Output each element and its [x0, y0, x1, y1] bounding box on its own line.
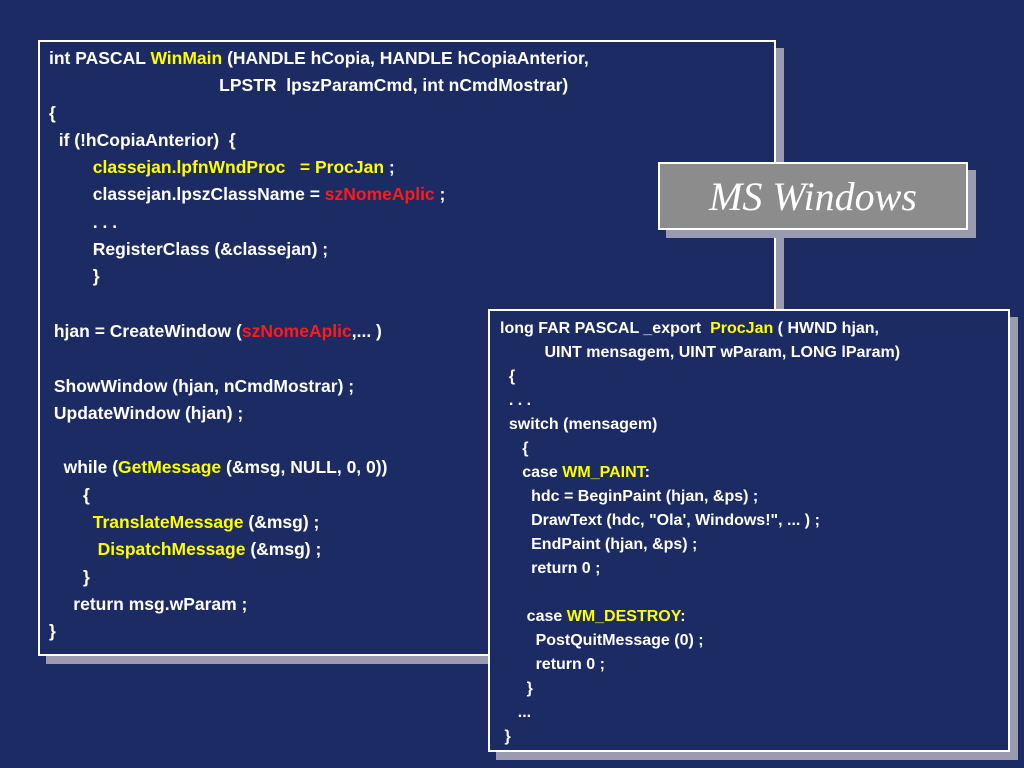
code-line: } [500, 677, 1008, 701]
code-text: return 0 ; [500, 656, 605, 673]
code-text: } [500, 680, 533, 697]
code-text: : [680, 608, 686, 625]
code-line: case WM_DESTROY: [500, 605, 1008, 629]
code-line: DispatchMessage (&msg) ; [49, 536, 774, 563]
code-line: { [500, 437, 1008, 461]
code-text [49, 512, 93, 532]
code-text: ; [434, 184, 446, 205]
code-line: DrawText (hdc, "Ola', Windows!", ... ) ; [500, 509, 1008, 533]
code-line: } [500, 725, 1008, 749]
code-text: if (!hCopiaAnterior) { [49, 129, 236, 150]
code-line: switch (mensagem) [500, 413, 1008, 437]
slide-title: MS Windows [709, 173, 917, 219]
code-line: } [49, 564, 774, 591]
code-text [49, 539, 98, 559]
code-text: { [500, 440, 529, 457]
code-highlight: szNomeAplic [324, 184, 435, 205]
code-text: UINT mensagem, UINT wParam, LONG lParam) [500, 344, 901, 361]
code-text: switch (mensagem) [500, 416, 658, 433]
code-text: (HANDLE hCopia, HANDLE hCopiaAnterior, [222, 48, 589, 68]
code-text: } [49, 266, 100, 287]
code-highlight: WM_PAINT [562, 464, 645, 481]
code-text: } [49, 566, 90, 587]
code-text: ... [500, 704, 532, 721]
code-line: case WM_PAINT: [500, 461, 1008, 485]
code-text: case [500, 608, 567, 625]
code-line: { [500, 365, 1008, 389]
code-text: PostQuitMessage (0) ; [500, 632, 704, 649]
code-text [49, 157, 93, 177]
code-line: if (!hCopiaAnterior) { [49, 127, 774, 154]
code-text: ShowWindow (hjan, nCmdMostrar) ; [49, 375, 355, 396]
code-highlight: WM_DESTROY [566, 608, 681, 625]
code-highlight: GetMessage [118, 457, 222, 478]
code-text: . . . [500, 392, 532, 409]
code-line: classejan.lpszClassName = szNomeAplic ; [49, 181, 774, 208]
code-text: } [500, 728, 511, 745]
code-highlight: DispatchMessage [97, 539, 246, 560]
code-text: ,... ) [351, 320, 382, 341]
code-highlight: TranslateMessage [92, 512, 244, 533]
code-line: int PASCAL WinMain (HANDLE hCopia, HANDL… [49, 45, 774, 72]
code-text: (&msg) ; [245, 539, 322, 560]
code-line: hjan = CreateWindow (szNomeAplic,... ) [49, 318, 774, 345]
code-text: UpdateWindow (hjan) ; [49, 402, 244, 423]
code-line [500, 581, 1008, 605]
code-line: long FAR PASCAL _export ProcJan ( HWND h… [500, 317, 1008, 341]
code-text: { [49, 102, 56, 123]
code-line: ShowWindow (hjan, nCmdMostrar) ; [49, 373, 774, 400]
code-line: . . . [500, 389, 1008, 413]
code-line: EndPaint (hjan, &ps) ; [500, 533, 1008, 557]
code-text: { [49, 484, 90, 505]
code-line: RegisterClass (&classejan) ; [49, 236, 774, 263]
code-text: DrawText (hdc, "Ola', Windows!", ... ) ; [500, 512, 820, 529]
code-text: long FAR PASCAL _export [500, 320, 711, 337]
code-line: return 0 ; [500, 653, 1008, 677]
code-text: . . . [49, 211, 118, 232]
code-line: . . . [49, 209, 774, 236]
code-line: UpdateWindow (hjan) ; [49, 400, 774, 427]
code-text: { [500, 368, 516, 385]
code-highlight: szNomeAplic [241, 320, 352, 341]
code-text: (&msg) ; [243, 512, 320, 533]
code-highlight: ProcJan [710, 320, 774, 337]
code-line: return msg.wParam ; [49, 591, 774, 618]
code-highlight: WinMain [150, 48, 223, 68]
code-text: EndPaint (hjan, &ps) ; [500, 536, 698, 553]
code-line: { [49, 100, 774, 127]
code-text: RegisterClass (&classejan) ; [49, 239, 329, 260]
code-line: UINT mensagem, UINT wParam, LONG lParam) [500, 341, 1008, 365]
code-text: return msg.wParam ; [49, 593, 248, 614]
code-line: } [49, 618, 774, 645]
code-text: ; [384, 157, 395, 178]
code-line: return 0 ; [500, 557, 1008, 581]
code-text: ( HWND hjan, [773, 320, 879, 337]
title-box: MS Windows [658, 162, 968, 230]
code-text: LPSTR lpszParamCmd, int nCmdMostrar) [49, 75, 569, 96]
code-text: while ( [49, 457, 119, 478]
code-text: } [49, 621, 56, 642]
code-line: hdc = BeginPaint (hjan, &ps) ; [500, 485, 1008, 509]
code-line: while (GetMessage (&msg, NULL, 0, 0)) [49, 454, 774, 481]
code-text: int PASCAL [49, 48, 151, 68]
code-text: classejan.lpszClassName = [49, 184, 325, 205]
code-text: (&msg, NULL, 0, 0)) [221, 457, 388, 478]
code-line: } [49, 263, 774, 290]
code-text: case [500, 464, 563, 481]
code-line: TranslateMessage (&msg) ; [49, 509, 774, 536]
code-line: classejan.lpfnWndProc = ProcJan ; [49, 154, 774, 181]
code-line: PostQuitMessage (0) ; [500, 629, 1008, 653]
code-text: : [644, 464, 650, 481]
code-text: hdc = BeginPaint (hjan, &ps) ; [500, 488, 759, 505]
code-highlight: classejan.lpfnWndProc = ProcJan [92, 157, 385, 178]
code-line: { [49, 482, 774, 509]
code-text: hjan = CreateWindow ( [49, 320, 242, 341]
code-line: LPSTR lpszParamCmd, int nCmdMostrar) [49, 72, 774, 99]
procjan-code-box: long FAR PASCAL _export ProcJan ( HWND h… [488, 309, 1010, 752]
code-line: ... [500, 701, 1008, 725]
code-text: return 0 ; [500, 560, 601, 577]
